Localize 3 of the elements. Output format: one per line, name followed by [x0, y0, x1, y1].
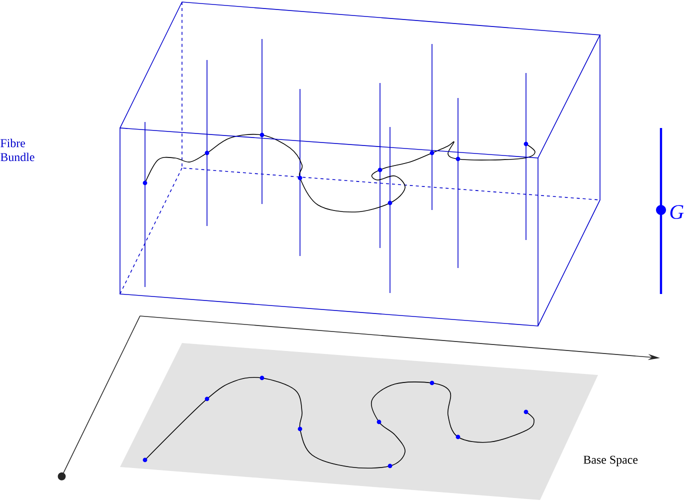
text-label: Fibre Bundle	[0, 138, 34, 162]
text-label: G	[670, 205, 684, 219]
text-label: Base Space	[584, 456, 638, 466]
